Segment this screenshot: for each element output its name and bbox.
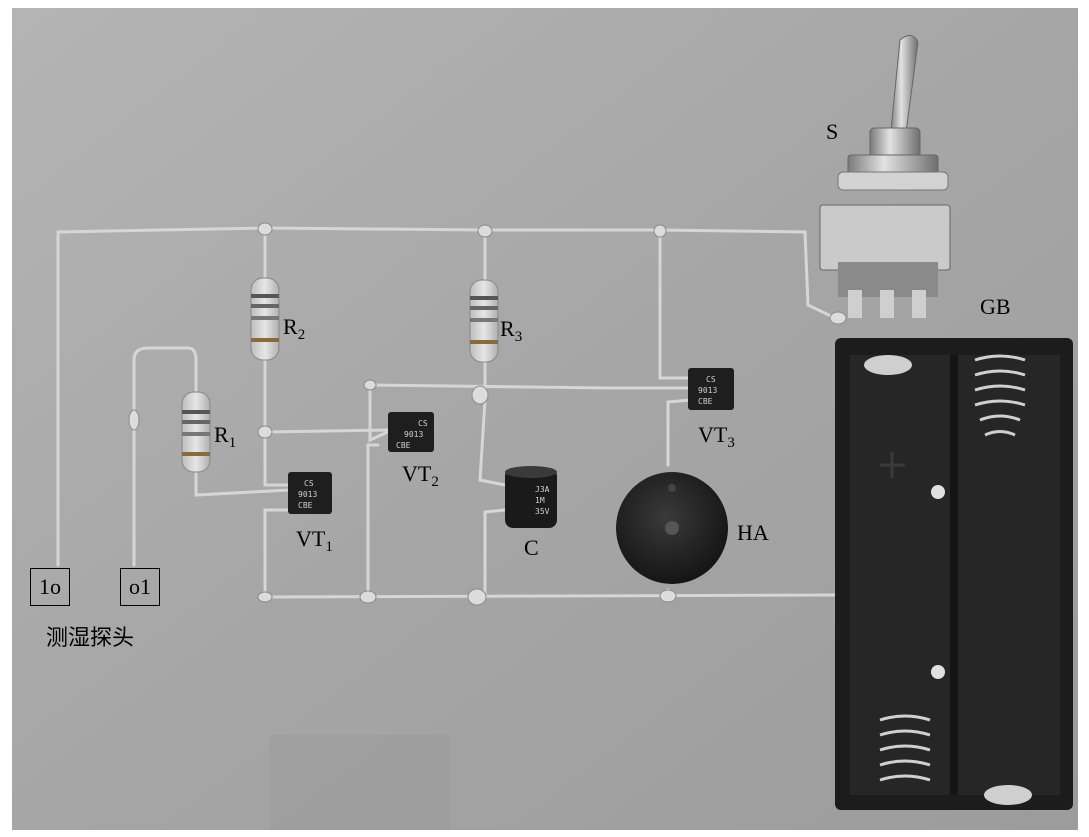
label-r1-sub: 1 — [228, 435, 237, 451]
vt2-marking-1: CS — [418, 419, 428, 428]
label-vt3-text: VT — [698, 422, 728, 447]
vt2-marking-3: CBE — [396, 441, 411, 450]
label-r1: R1 — [214, 424, 236, 451]
capacitor-c: J3A 1M 35V — [505, 466, 557, 528]
resistor-r1 — [181, 391, 211, 473]
label-r2-sub: 2 — [297, 327, 306, 343]
label-r1-text: R — [214, 422, 229, 447]
transistor-vt3: CS 9013 CBE — [688, 368, 734, 410]
label-r3: R3 — [500, 318, 522, 345]
label-r2-text: R — [283, 314, 298, 339]
label-ha-text: HA — [737, 520, 769, 545]
label-c-text: C — [524, 535, 539, 560]
label-gb-text: GB — [980, 294, 1011, 319]
vt2-marking-2: 9013 — [404, 430, 423, 439]
label-r2: R2 — [283, 316, 305, 343]
label-r3-text: R — [500, 316, 515, 341]
vt1-marking-1: CS — [304, 479, 314, 488]
toggle-switch-s — [819, 35, 951, 318]
label-r3-sub: 3 — [514, 329, 523, 345]
probe-caption: 测湿探头 — [46, 626, 135, 651]
resistor-r2 — [250, 277, 280, 361]
label-c: C — [524, 537, 539, 559]
label-vt3: VT3 — [698, 424, 735, 451]
board-shade — [270, 735, 450, 830]
vt1-marking-3: CBE — [298, 501, 313, 510]
label-vt1-text: VT — [296, 526, 326, 551]
label-vt1: VT1 — [296, 528, 333, 555]
battery-holder-gb — [835, 338, 1073, 810]
label-gb: GB — [980, 296, 1011, 318]
label-s-text: S — [826, 119, 839, 144]
vt3-marking-3: CBE — [698, 397, 713, 406]
transistor-vt1: CS 9013 CBE — [288, 472, 332, 514]
cap-marking-3: 35V — [535, 507, 550, 516]
vt1-marking-2: 9013 — [298, 490, 317, 499]
vt3-marking-2: 9013 — [698, 386, 717, 395]
label-s: S — [826, 121, 838, 143]
buzzer-ha — [616, 472, 728, 584]
resistor-r3 — [469, 279, 499, 363]
label-vt2: VT2 — [402, 463, 439, 490]
probe-terminal-right: o1 — [120, 568, 160, 606]
label-vt2-sub: 2 — [431, 474, 439, 490]
label-ha: HA — [737, 522, 769, 544]
label-vt2-text: VT — [402, 461, 432, 486]
cap-marking-2: 1M — [535, 496, 545, 505]
label-vt1-sub: 1 — [325, 539, 333, 555]
probe-terminal-left: 1o — [30, 568, 70, 606]
vt3-marking-1: CS — [706, 375, 716, 384]
transistor-vt2: CS 9013 CBE — [388, 412, 434, 452]
cap-marking-1: J3A — [535, 485, 550, 494]
label-vt3-sub: 3 — [727, 435, 735, 451]
solder-joints — [128, 222, 847, 606]
